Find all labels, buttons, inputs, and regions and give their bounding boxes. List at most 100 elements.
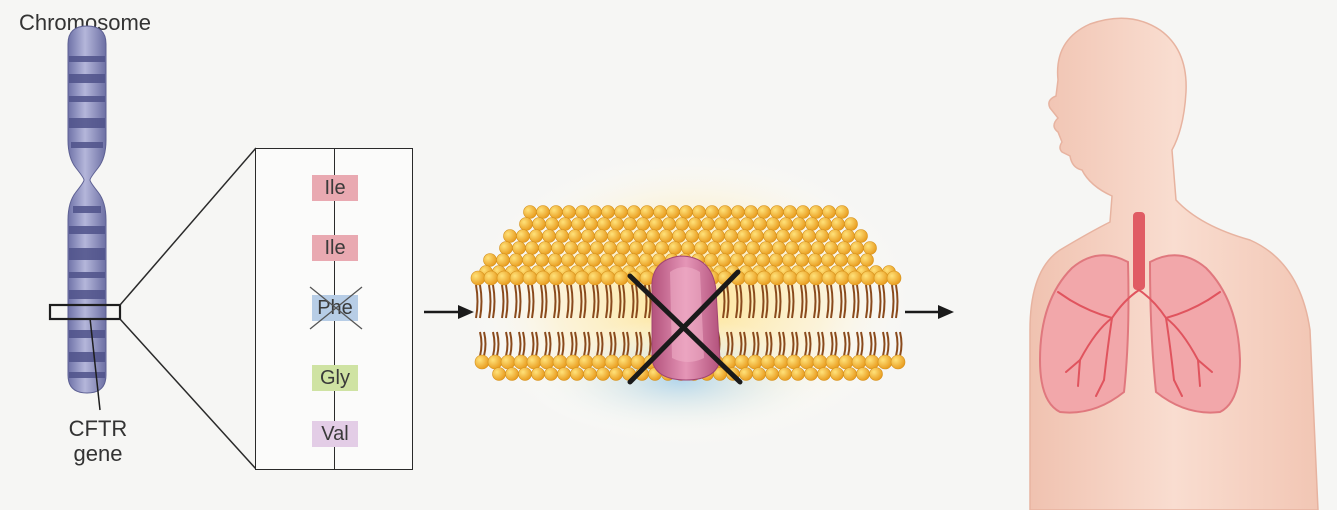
lipid-head <box>793 218 806 231</box>
lipid-head <box>744 271 758 285</box>
lipid-head <box>549 254 562 267</box>
lipid-head <box>602 206 615 219</box>
lipid-head <box>610 368 623 381</box>
lipid-head <box>823 206 836 219</box>
lipid-head <box>558 368 571 381</box>
lipid-head <box>654 206 667 219</box>
lipid-head <box>576 206 589 219</box>
lipid-head <box>851 242 864 255</box>
lipid-head <box>506 368 519 381</box>
lipid-head <box>826 355 840 369</box>
lipid-head <box>501 355 515 369</box>
lipid-head <box>855 230 868 243</box>
lipid-head <box>805 368 818 381</box>
lipid-head <box>517 230 530 243</box>
lipid-head <box>510 271 524 285</box>
lipid-head <box>770 254 783 267</box>
lipid-head <box>822 254 835 267</box>
lipid-head <box>614 271 628 285</box>
lipid-head <box>754 218 767 231</box>
gene-label-line2: gene <box>48 441 148 466</box>
lipid-head <box>598 218 611 231</box>
lipid-head <box>552 242 565 255</box>
cftr-gene-label: CFTR gene <box>48 416 148 467</box>
lipid-head <box>682 242 695 255</box>
lipid-head <box>565 242 578 255</box>
lipid-head <box>497 254 510 267</box>
lipid-head <box>783 271 797 285</box>
deletion-x-icon <box>308 285 364 331</box>
lipid-head <box>597 368 610 381</box>
lipid-head <box>831 368 844 381</box>
lipid-head <box>510 254 523 267</box>
lipid-head <box>656 242 669 255</box>
lipid-head <box>864 242 877 255</box>
lipid-head <box>816 230 829 243</box>
lipid-head <box>663 218 676 231</box>
lipid-head <box>751 230 764 243</box>
lipid-head <box>630 242 643 255</box>
lipid-head <box>569 230 582 243</box>
lipid-head <box>556 230 569 243</box>
lipid-head <box>842 230 855 243</box>
lipid-head <box>595 230 608 243</box>
lipid-head <box>748 355 762 369</box>
lipid-head <box>803 230 816 243</box>
lipid-head <box>809 271 823 285</box>
lipid-head <box>735 355 749 369</box>
lipid-head <box>787 355 801 369</box>
lipid-head <box>721 242 734 255</box>
lipid-head <box>582 230 595 243</box>
lipid-head <box>708 242 721 255</box>
lipid-head <box>563 206 576 219</box>
lipid-head <box>861 271 875 285</box>
lipid-head <box>591 242 604 255</box>
lipid-head <box>725 230 738 243</box>
lipid-head <box>719 206 732 219</box>
lipid-head <box>806 218 819 231</box>
lipid-head <box>731 254 744 267</box>
sequence-zoom-box: Ile Ile Phe Gly Val <box>255 148 413 470</box>
lipid-head <box>809 254 822 267</box>
lipid-head <box>588 271 602 285</box>
lipid-head <box>571 368 584 381</box>
lipid-head <box>519 368 532 381</box>
lipid-head <box>702 218 715 231</box>
lipid-head <box>761 355 775 369</box>
lipid-head <box>857 368 870 381</box>
lipid-head <box>637 218 650 231</box>
lipid-head <box>792 368 805 381</box>
lipid-head <box>559 218 572 231</box>
lipid-head <box>546 218 559 231</box>
lipid-head <box>757 271 771 285</box>
lipid-head <box>799 242 812 255</box>
lipid-head <box>601 254 614 267</box>
lipid-head <box>891 355 905 369</box>
lipid-head <box>786 242 799 255</box>
lipid-head <box>861 254 874 267</box>
lipid-head <box>706 206 719 219</box>
lipid-head <box>527 355 541 369</box>
chromosome <box>50 26 120 410</box>
lipid-head <box>588 254 601 267</box>
lipid-head <box>575 271 589 285</box>
lipid-head <box>640 254 653 267</box>
trachea <box>1133 212 1145 290</box>
lipid-head <box>810 206 823 219</box>
lipid-head <box>822 271 836 285</box>
lipid-head <box>738 230 751 243</box>
lipid-head <box>545 368 558 381</box>
lipid-head <box>514 355 528 369</box>
lipid-head <box>536 271 550 285</box>
lipid-head <box>812 242 825 255</box>
lipid-head <box>796 271 810 285</box>
lipid-head <box>669 242 682 255</box>
lipid-head <box>575 254 588 267</box>
lipid-head <box>532 368 545 381</box>
lipid-head <box>500 242 513 255</box>
lipid-head <box>705 254 718 267</box>
lipid-head <box>712 230 725 243</box>
lipid-head <box>604 242 617 255</box>
lipid-head <box>566 355 580 369</box>
lipid-head <box>825 242 838 255</box>
